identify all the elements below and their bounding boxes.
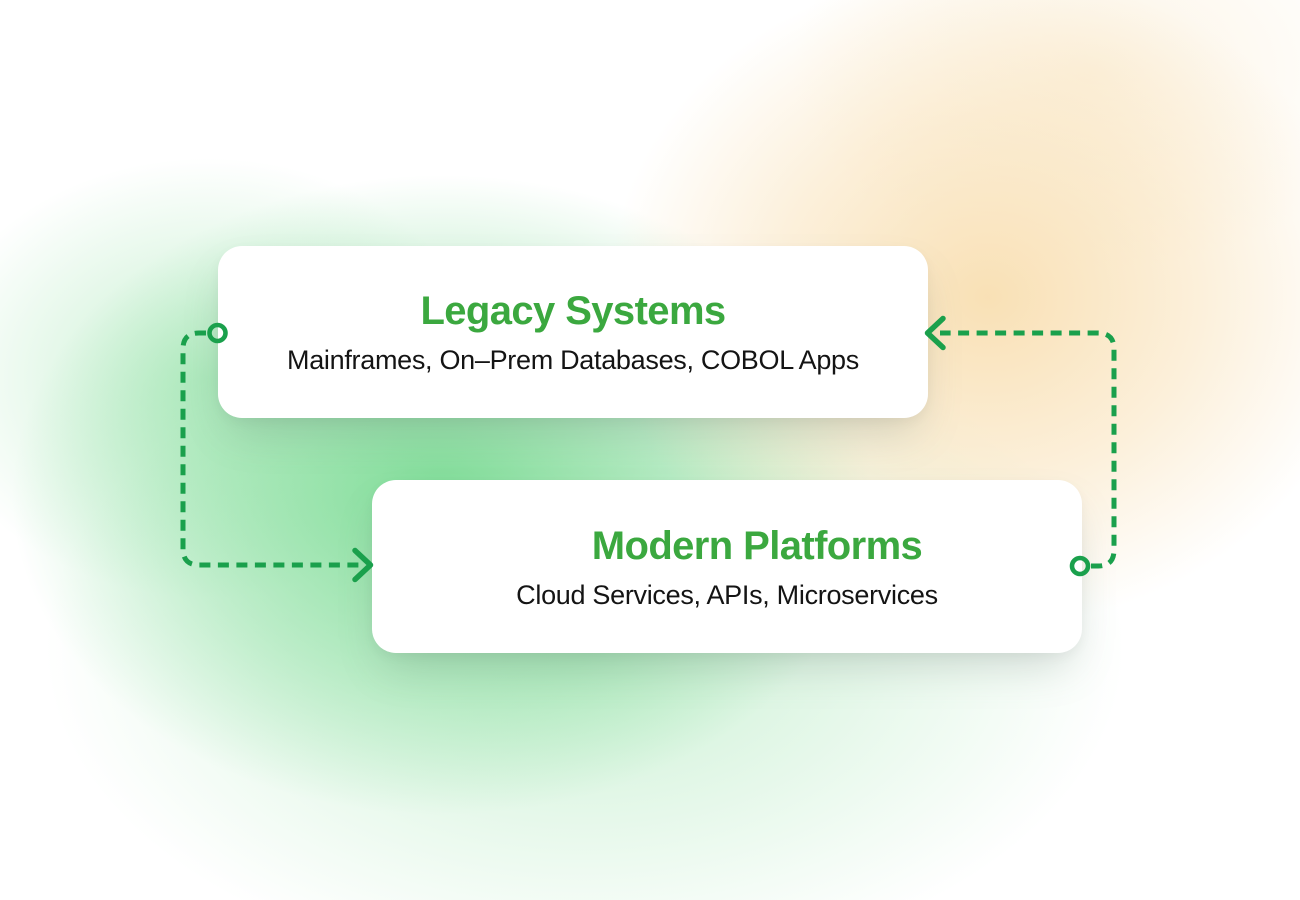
arrowhead-right-icon: [352, 547, 374, 583]
card-title-legacy-systems: Legacy Systems: [420, 289, 726, 333]
card-modern-platforms: Modern Platforms Cloud Services, APIs, M…: [372, 480, 1082, 653]
card-subtitle-legacy-systems: Mainframes, On–Prem Databases, COBOL App…: [287, 345, 859, 375]
card-legacy-systems: Legacy Systems Mainframes, On–Prem Datab…: [218, 246, 928, 418]
card-subtitle-modern-platforms: Cloud Services, APIs, Microservices: [516, 579, 938, 610]
card-title-modern-platforms: Modern Platforms: [591, 523, 923, 568]
arrowhead-left-icon: [924, 315, 946, 351]
